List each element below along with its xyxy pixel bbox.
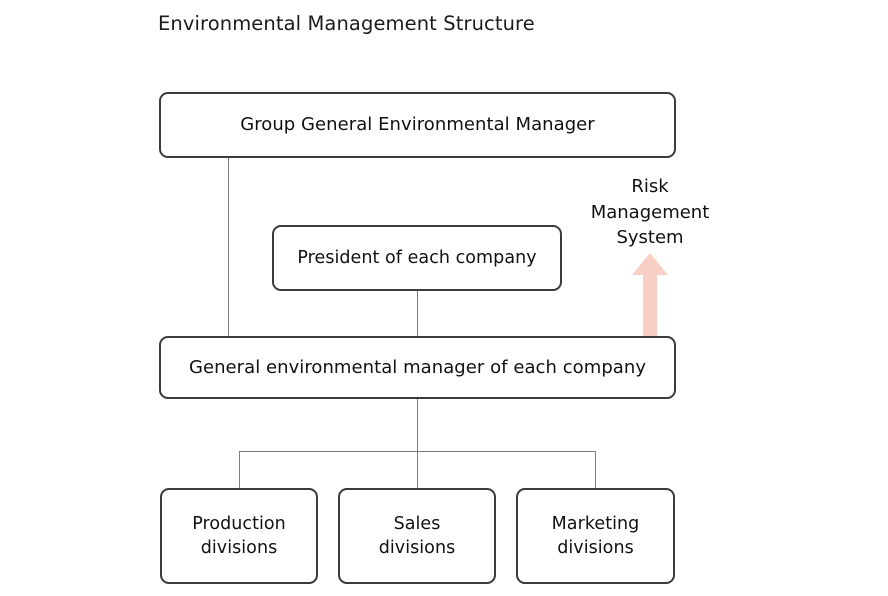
node-label: Group General Environmental Manager	[240, 114, 595, 135]
connector-president-to-general-manager	[416, 290, 418, 337]
connector-general-manager-to-divisions	[416, 398, 418, 451]
node-label: Sales divisions	[378, 514, 456, 558]
node-president-of-each-company[interactable]: President of each company	[272, 225, 562, 291]
node-label: Production divisions	[192, 514, 286, 558]
node-general-environmental-manager-of-each-company[interactable]: General environmental manager of each co…	[159, 336, 676, 399]
node-label: General environmental manager of each co…	[188, 356, 647, 378]
up-arrow-icon	[632, 253, 668, 339]
risk-management-label: Risk Management System	[590, 176, 710, 248]
node-label: President of each company	[297, 248, 537, 268]
connector-drop-sales	[416, 451, 418, 488]
node-sales-divisions[interactable]: Sales divisions	[338, 488, 496, 584]
node-label: Marketing divisions	[551, 514, 640, 558]
risk-management-callout: Risk Management System	[575, 174, 725, 251]
connector-drop-marketing	[594, 451, 596, 488]
page-title: Environmental Management Structure	[158, 12, 535, 35]
node-group-general-environmental-manager[interactable]: Group General Environmental Manager	[159, 92, 676, 158]
connector-drop-production	[238, 451, 240, 488]
connector-group-manager-to-general-manager	[228, 157, 230, 337]
node-marketing-divisions[interactable]: Marketing divisions	[516, 488, 675, 584]
node-production-divisions[interactable]: Production divisions	[160, 488, 318, 584]
